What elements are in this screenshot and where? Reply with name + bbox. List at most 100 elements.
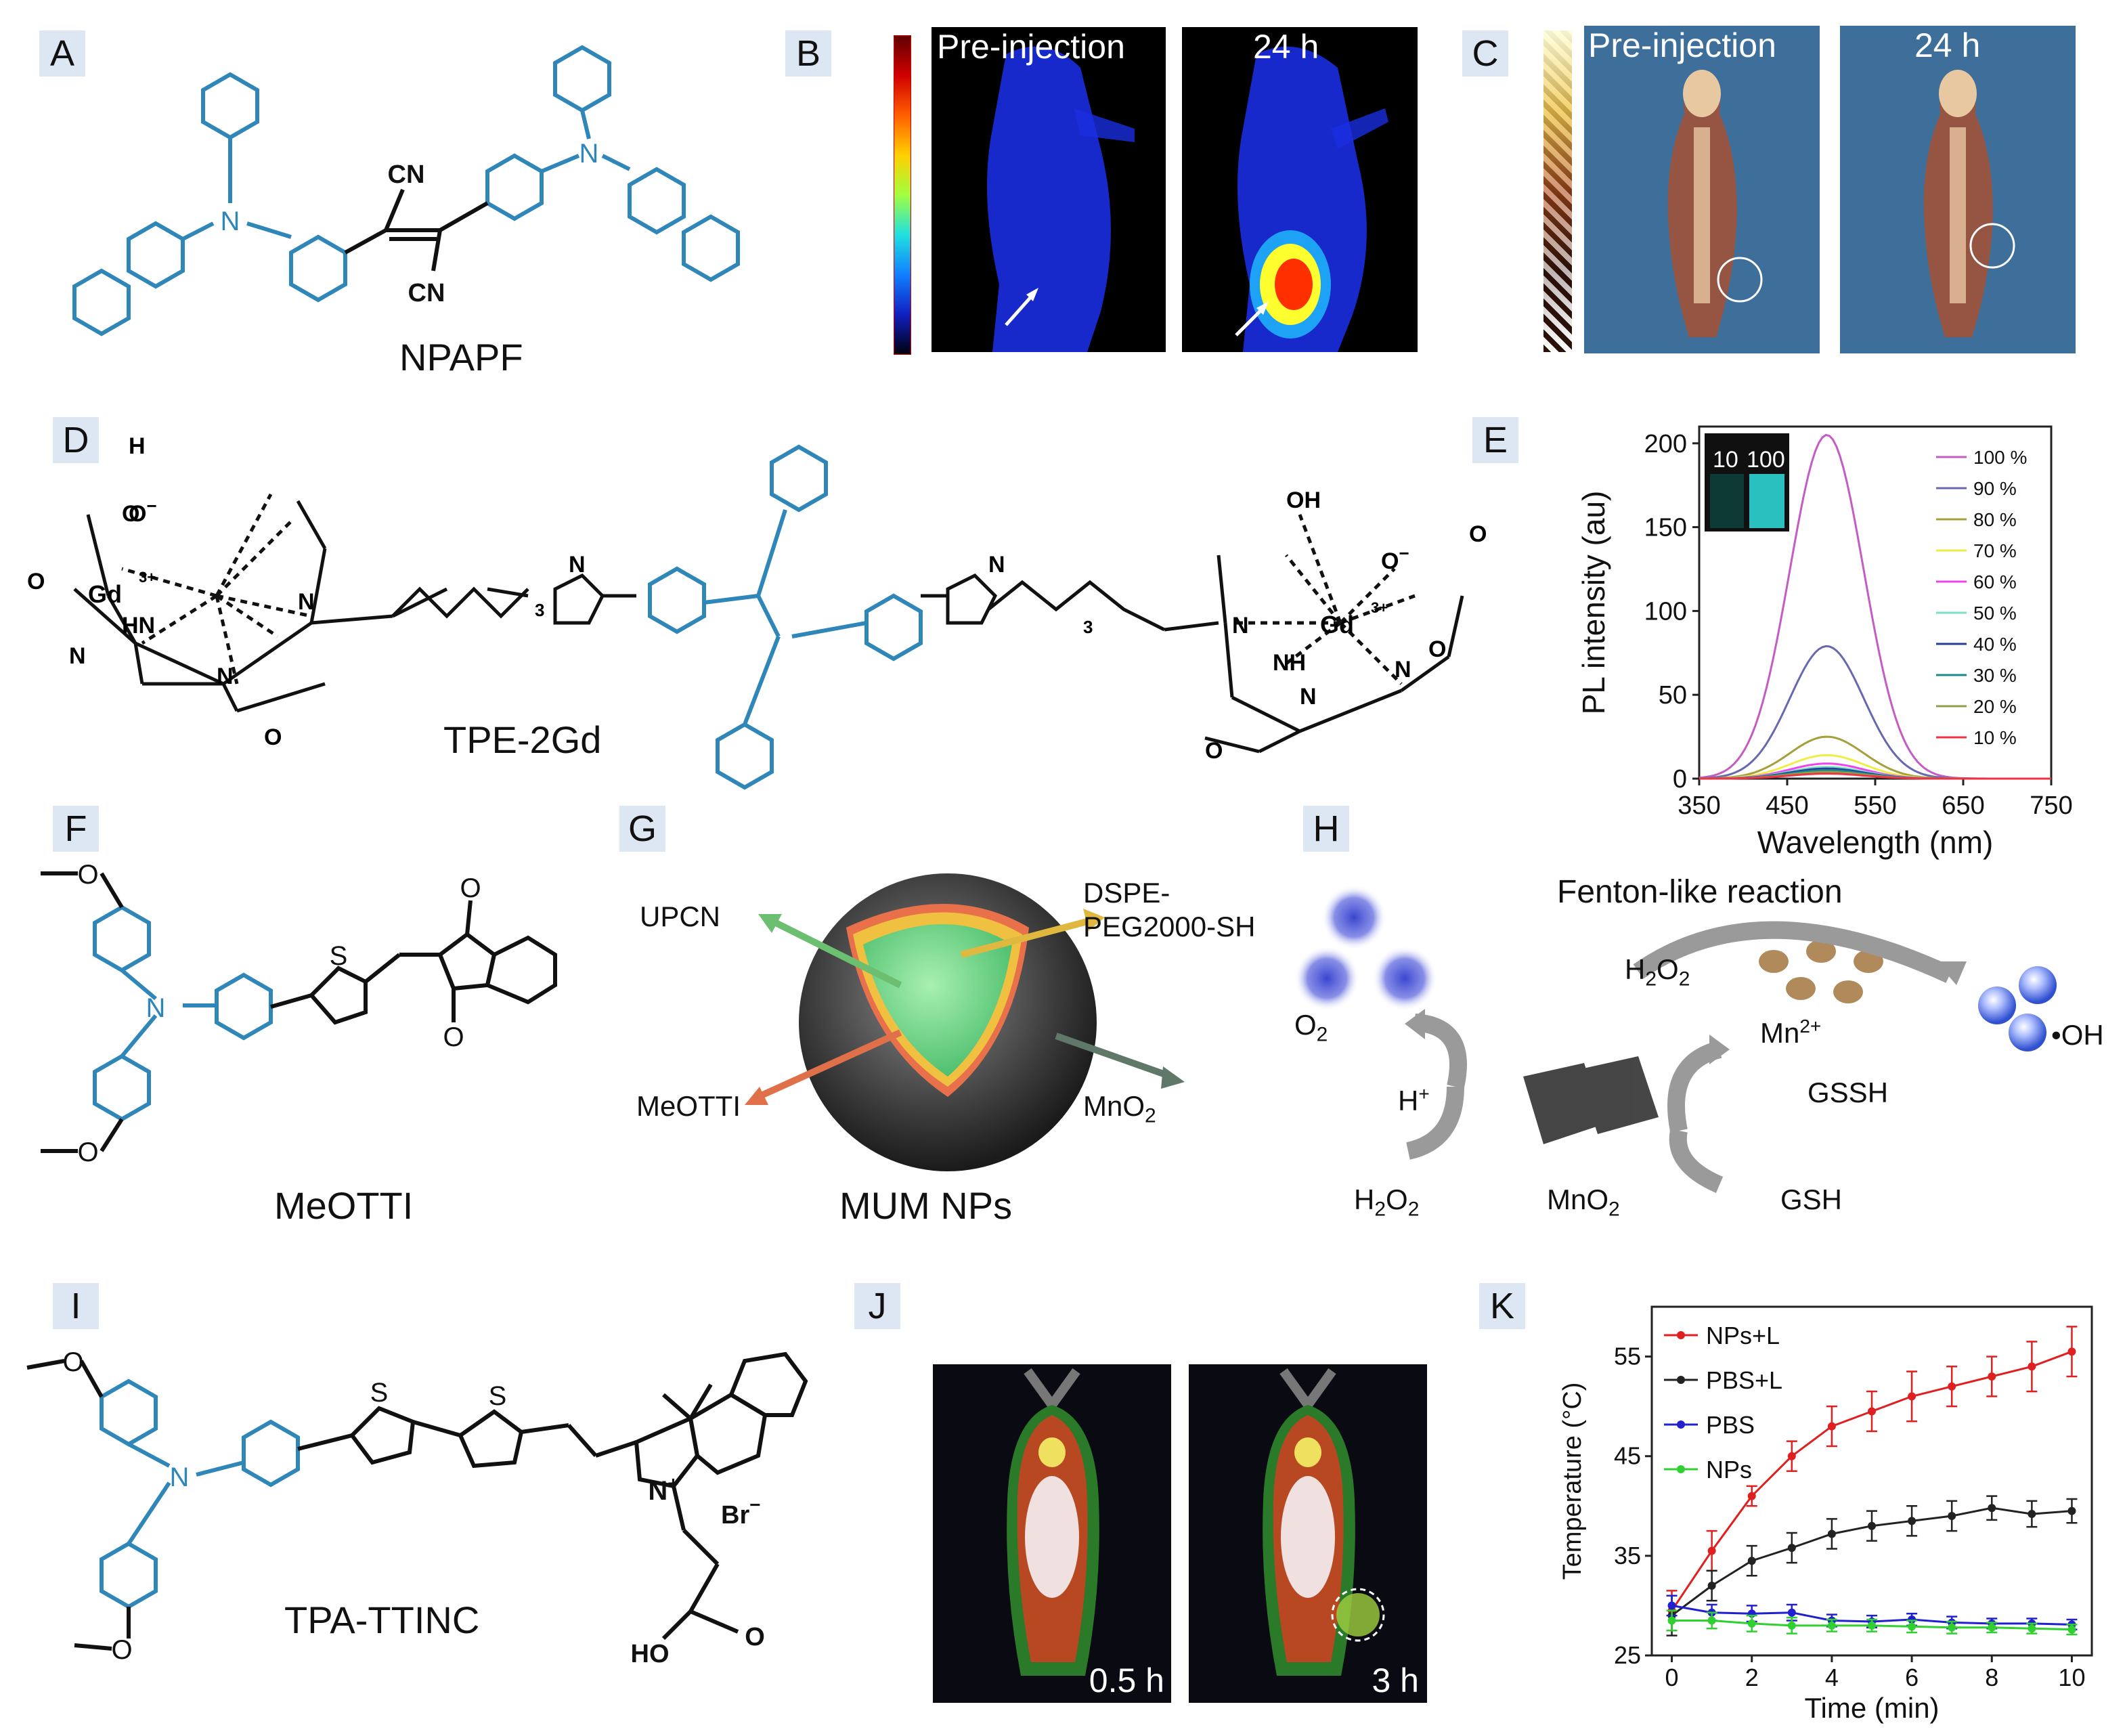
x-tick-label: 350 <box>1678 791 1720 820</box>
x-tick-label: 2 <box>1745 1664 1759 1691</box>
legend-label: 90 % <box>1973 478 2017 499</box>
data-point <box>1667 1601 1676 1610</box>
atom-cn-bottom: CN <box>408 279 445 307</box>
tpa-ttinc-structure: N S S N+ Br− HO O O O <box>26 1347 808 1668</box>
pa-image-05h: 0.5 h <box>933 1364 1171 1703</box>
atom-gd-left: Gd <box>88 580 122 608</box>
colorbar-c <box>1543 30 1572 352</box>
x-axis-label: Time (min) <box>1804 1692 1939 1724</box>
data-point <box>1988 1623 1996 1632</box>
data-point <box>1667 1616 1676 1625</box>
panel-label-k: K <box>1479 1283 1525 1329</box>
atom-n-triazole-right: N <box>988 552 1005 578</box>
fenton-scheme <box>1294 885 2057 1193</box>
y-tick-label: 45 <box>1614 1442 1641 1470</box>
atom-o-minus-right: O− <box>1381 543 1409 574</box>
atom-o-d1: O <box>27 569 45 594</box>
atom-n-d3: N <box>298 589 315 615</box>
label-mn2plus: Mn2+ <box>1760 1016 1822 1049</box>
atom-n-d5: N <box>1395 657 1411 682</box>
panel-label-h: H <box>1303 806 1349 852</box>
legend-marker <box>1677 1420 1685 1429</box>
panel-label-i: I <box>53 1283 99 1329</box>
legend-label: 70 % <box>1973 540 2017 561</box>
legend-marker <box>1677 1331 1685 1339</box>
atom-ho-i: HO <box>631 1640 670 1668</box>
data-point <box>1988 1504 1996 1513</box>
data-point <box>2067 1506 2076 1515</box>
x-tick-label: 10 <box>2058 1664 2085 1691</box>
y-tick-label: 35 <box>1614 1542 1641 1569</box>
label-h-plus: H+ <box>1398 1083 1430 1116</box>
data-point <box>1988 1372 1996 1381</box>
atom-o-d2: O <box>122 501 139 527</box>
ct-image-pre: Pre-injection <box>1584 26 1820 353</box>
data-point <box>2067 1347 2076 1356</box>
data-point <box>1787 1608 1796 1617</box>
x-tick-label: 650 <box>1942 791 1984 820</box>
legend-label: 20 % <box>1973 696 2017 717</box>
atom-o-minus-left: O− <box>129 496 157 527</box>
time-label-05h: 0.5 h <box>1089 1662 1164 1699</box>
atom-n-d4: N <box>1232 613 1249 638</box>
npapf-structure: N N CN CN <box>72 45 740 337</box>
data-point <box>2028 1510 2036 1519</box>
atom-o-i1: O <box>62 1347 83 1377</box>
inset-label-100: 100 <box>1747 447 1785 473</box>
atom-h-left: H <box>129 433 146 459</box>
x-tick-label: 550 <box>1854 791 1896 820</box>
atom-o-d5: O <box>1428 636 1446 662</box>
data-point <box>1707 1546 1716 1555</box>
meotti-structure: N S O O O O <box>41 860 557 1167</box>
panel-label-a: A <box>39 30 85 77</box>
inset-label-10: 10 <box>1713 447 1738 473</box>
label-h2o2-bottom: H2O2 <box>1354 1184 1420 1221</box>
label-mno2-h: MnO2 <box>1547 1184 1620 1221</box>
atom-s-i2: S <box>489 1381 507 1411</box>
atom-n-f: N <box>146 993 166 1023</box>
atom-o-f4: O <box>77 1137 98 1167</box>
legend-label: PBS+L <box>1706 1366 1782 1394</box>
atom-s-f: S <box>330 941 348 971</box>
legend-label: PBS <box>1706 1411 1755 1439</box>
atom-o-i: O <box>745 1623 765 1651</box>
data-point <box>1747 1557 1756 1565</box>
pa-image-3h: 3 h <box>1189 1364 1427 1703</box>
compound-name-tpe-2gd: TPE-2Gd <box>443 718 602 761</box>
atom-n-right: N <box>579 139 599 169</box>
x-tick-label: 8 <box>1985 1664 1998 1691</box>
data-point <box>1747 1619 1756 1628</box>
atom-br-i: Br− <box>721 1494 761 1529</box>
legend-label: 30 % <box>1973 665 2017 686</box>
atom-n-triazole-left: N <box>569 552 586 578</box>
data-point <box>1787 1544 1796 1553</box>
atom-o-d6: O <box>1469 521 1487 547</box>
compound-name-meotti: MeOTTI <box>274 1184 414 1227</box>
ct-image-24h: 24 h <box>1840 26 2076 353</box>
panel-label-g: G <box>619 806 665 852</box>
plot-frame-k <box>1650 1305 2093 1657</box>
data-point <box>2028 1362 2036 1371</box>
data-point <box>1827 1529 1836 1538</box>
legend-marker <box>1677 1376 1685 1384</box>
atom-n-d6: N <box>1300 684 1317 710</box>
y-tick-label: 0 <box>1673 765 1687 794</box>
data-point <box>1827 1621 1836 1630</box>
panel-label-b: B <box>785 30 831 77</box>
legend-label: NPs+L <box>1706 1322 1780 1349</box>
subscript-3-left: 3 <box>535 600 544 620</box>
label-h2o2-top: H2O2 <box>1625 953 1690 991</box>
data-point <box>2067 1625 2076 1634</box>
y-tick-label: 100 <box>1644 597 1687 626</box>
data-point <box>1868 1621 1876 1630</box>
data-point <box>1908 1622 1916 1631</box>
atom-oh-right: OH <box>1286 487 1321 513</box>
label-gssh: GSSH <box>1808 1077 1889 1108</box>
atom-o-i2: O <box>111 1635 132 1665</box>
inset-vial-100 <box>1749 474 1784 528</box>
y-tick-label: 25 <box>1614 1641 1641 1669</box>
atom-nplus-i: N+ <box>648 1473 678 1506</box>
data-point <box>1948 1512 1956 1520</box>
time-label-24h-c: 24 h <box>1914 26 1981 64</box>
